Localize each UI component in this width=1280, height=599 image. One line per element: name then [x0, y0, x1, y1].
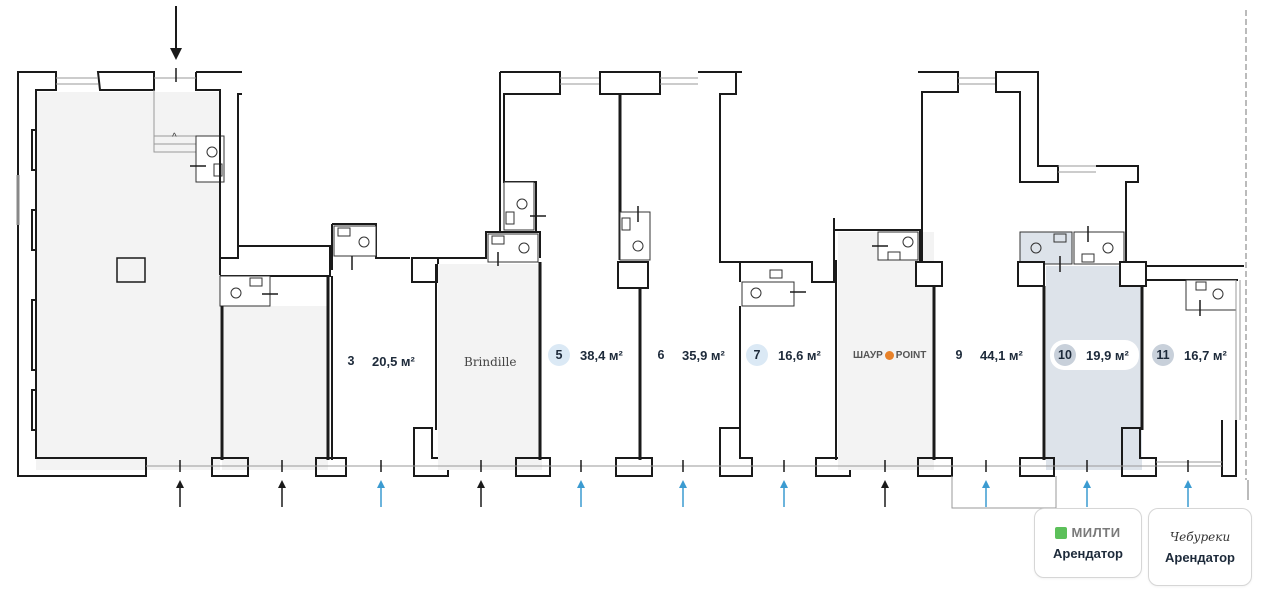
entrances	[176, 460, 1192, 507]
shaurpoint-logo-icon	[884, 351, 894, 360]
unit-8-shaurpoint[interactable]	[834, 229, 943, 470]
cheburek-logo: Чебуреки	[1169, 529, 1231, 544]
unit-number: 9	[955, 348, 963, 362]
milti-logo-text: МИЛТИ	[1071, 525, 1121, 540]
unit-4-brindille[interactable]	[435, 231, 551, 477]
unit-9[interactable]	[917, 71, 1139, 509]
unit-5[interactable]	[499, 71, 622, 260]
unit-number: 10	[1054, 344, 1076, 366]
unit-11-label[interactable]: 11 16,7 м²	[1152, 344, 1227, 366]
unit-number: 7	[746, 344, 768, 366]
unit-11[interactable]	[1146, 10, 1249, 500]
unit-number: 5	[548, 344, 570, 366]
unit-area: 19,9 м²	[1086, 347, 1129, 363]
unit-area: 35,9 м²	[682, 347, 725, 363]
entrance-arrow-available	[780, 460, 788, 507]
tenant-label: Арендатор	[1165, 549, 1235, 565]
unit-area: 38,4 м²	[580, 347, 623, 363]
unit-3[interactable]	[315, 223, 449, 477]
unit-5-label[interactable]: 5 38,4 м²	[548, 344, 623, 366]
unit-area: 20,5 м²	[372, 353, 415, 369]
milti-logo: МИЛТИ	[1055, 525, 1120, 540]
tenant-card-cheburek[interactable]: Чебуреки Арендатор	[1148, 508, 1252, 586]
entrance-arrow-available	[577, 460, 585, 507]
entrance-arrow-available	[1184, 460, 1192, 507]
tenant-label: Арендатор	[1053, 546, 1123, 561]
tenant-brindille: Brindille	[464, 355, 517, 369]
entrance-arrow-available	[679, 460, 687, 507]
unit-6[interactable]	[599, 71, 753, 477]
shaurpoint-text-left: ШАУР	[853, 350, 883, 361]
unit-2[interactable]	[211, 90, 331, 477]
entrance-arrow-available	[982, 460, 990, 507]
unit-area: 16,7 м²	[1184, 347, 1227, 363]
svg-text:^: ^	[172, 132, 177, 143]
unit-6-label[interactable]: 6 35,9 м²	[650, 344, 725, 366]
tenant-card-milti[interactable]: МИЛТИ Арендатор	[1034, 508, 1142, 578]
unit-area: 16,6 м²	[778, 347, 821, 363]
entrance-arrow-rented	[477, 460, 485, 507]
entrance-arrow-rented	[278, 460, 286, 507]
unit-9-label[interactable]: 9 44,1 м²	[948, 344, 1023, 366]
entrance-arrow-rented	[176, 460, 184, 507]
unit-10-label[interactable]: 10 19,9 м²	[1050, 340, 1139, 370]
entrance-arrow-rented	[881, 460, 889, 507]
entrance-arrow-available	[377, 460, 385, 507]
unit-number: 6	[657, 348, 665, 362]
entrance-arrow-available	[1083, 460, 1091, 507]
unit-1[interactable]: ^	[16, 68, 242, 477]
unit-3-label[interactable]: 3 20,5 м²	[340, 350, 415, 372]
unit-area: 44,1 м²	[980, 347, 1023, 363]
milti-logo-icon	[1055, 526, 1068, 539]
shaurpoint-text-right: POINT	[895, 350, 927, 361]
unit-7-label[interactable]: 7 16,6 м²	[746, 344, 821, 366]
top-entrance-arrow	[170, 6, 182, 60]
unit-number: 11	[1152, 344, 1174, 366]
unit-number: 3	[347, 354, 355, 368]
tenant-shaurpoint: ШАУР POINT	[853, 350, 926, 361]
